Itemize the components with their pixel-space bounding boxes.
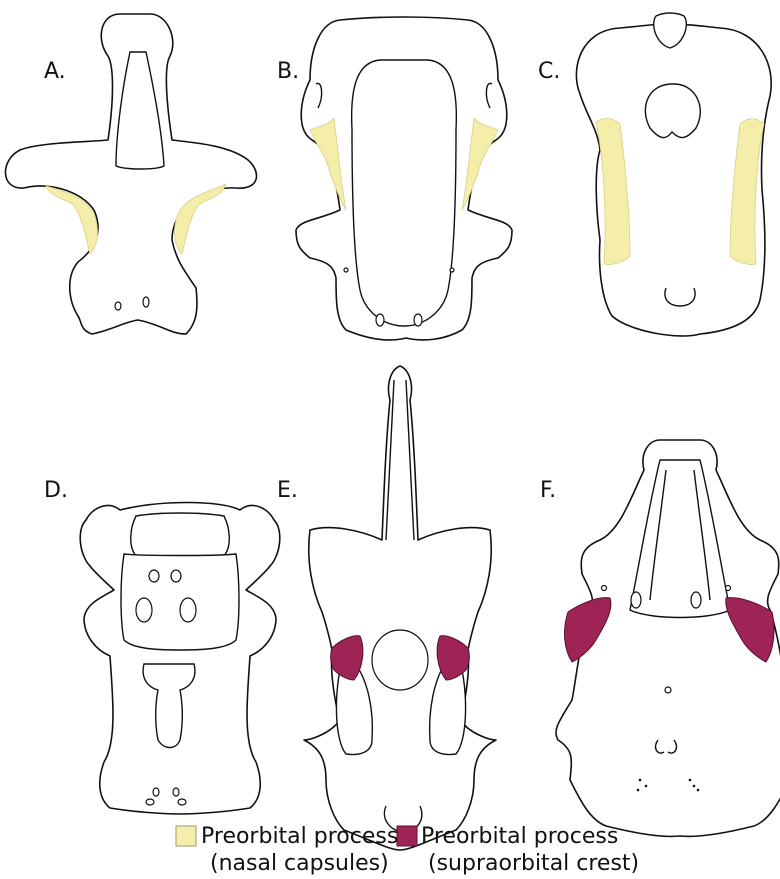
- foramen-f-4: [691, 592, 701, 608]
- legend-swatch-supraorbital-crest: [397, 826, 417, 846]
- foramen-dot-f-2: [645, 785, 648, 788]
- foramen-d-8: [178, 799, 186, 805]
- foramen-b-1: [376, 314, 384, 326]
- panel-e: E.: [277, 366, 496, 850]
- panel-c: C.: [538, 13, 771, 336]
- foramen-f-2: [726, 586, 731, 591]
- foramen-d-7: [146, 799, 154, 805]
- panel-label-c: C.: [538, 59, 560, 84]
- foramen-d-3: [136, 598, 152, 622]
- foramen-b-2: [414, 314, 422, 326]
- foramen-dot-f-3: [637, 789, 640, 792]
- foramen-b-3: [344, 268, 348, 272]
- foramen-d-1: [149, 570, 159, 582]
- panel-f: F.: [540, 440, 780, 836]
- legend-label-nasal-line1: Preorbital process: [201, 824, 398, 849]
- foramen-d-6: [173, 788, 179, 796]
- legend-label-supraorbital-line2: (supraorbital crest): [428, 851, 639, 876]
- panel-label-e: E.: [277, 478, 298, 503]
- legend-label-supraorbital-line1: Preorbital process: [421, 824, 618, 849]
- legend-label-nasal-line2: (nasal capsules): [210, 851, 389, 876]
- legend: Preorbital process (nasal capsules) Preo…: [176, 824, 639, 876]
- skull-e-outline: [304, 366, 496, 850]
- foramen-dot-f-6: [697, 789, 700, 792]
- skull-c-ear: [665, 288, 695, 306]
- foramen-a-2: [143, 297, 149, 307]
- foramen-f-5: [665, 687, 671, 693]
- foramen-d-4: [180, 598, 196, 622]
- foramen-magnum-e: [372, 630, 428, 690]
- foramen-dot-f-1: [639, 779, 642, 782]
- skull-d-upper-box: [131, 513, 230, 559]
- panel-label-f: F.: [540, 478, 556, 503]
- foramen-f-1: [602, 586, 607, 591]
- foramen-f-3: [631, 592, 641, 608]
- panel-label-a: A.: [44, 59, 66, 84]
- foramen-d-5: [153, 788, 159, 796]
- foramen-dot-f-4: [689, 779, 692, 782]
- panel-d: D.: [44, 478, 280, 814]
- foramen-dot-f-5: [693, 785, 696, 788]
- panel-label-d: D.: [44, 478, 68, 503]
- legend-swatch-nasal-capsules: [176, 826, 196, 846]
- foramen-d-2: [171, 570, 181, 582]
- skull-c-inner-cavity: [645, 84, 700, 138]
- skull-b-inner-cavity: [352, 60, 457, 326]
- panel-b: B.: [277, 17, 512, 340]
- foramen-b-4: [450, 268, 454, 272]
- panel-label-b: B.: [277, 59, 299, 84]
- foramen-a-1: [115, 302, 121, 310]
- panel-a: A.: [5, 14, 256, 334]
